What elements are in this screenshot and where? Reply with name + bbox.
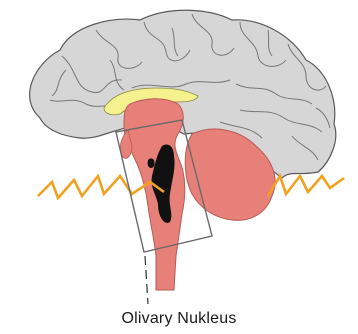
nucleus-lobe xyxy=(148,158,155,168)
lightning-right-icon xyxy=(268,176,344,196)
leader-line xyxy=(145,256,148,304)
caption: Olivary Nukleus xyxy=(0,310,358,328)
